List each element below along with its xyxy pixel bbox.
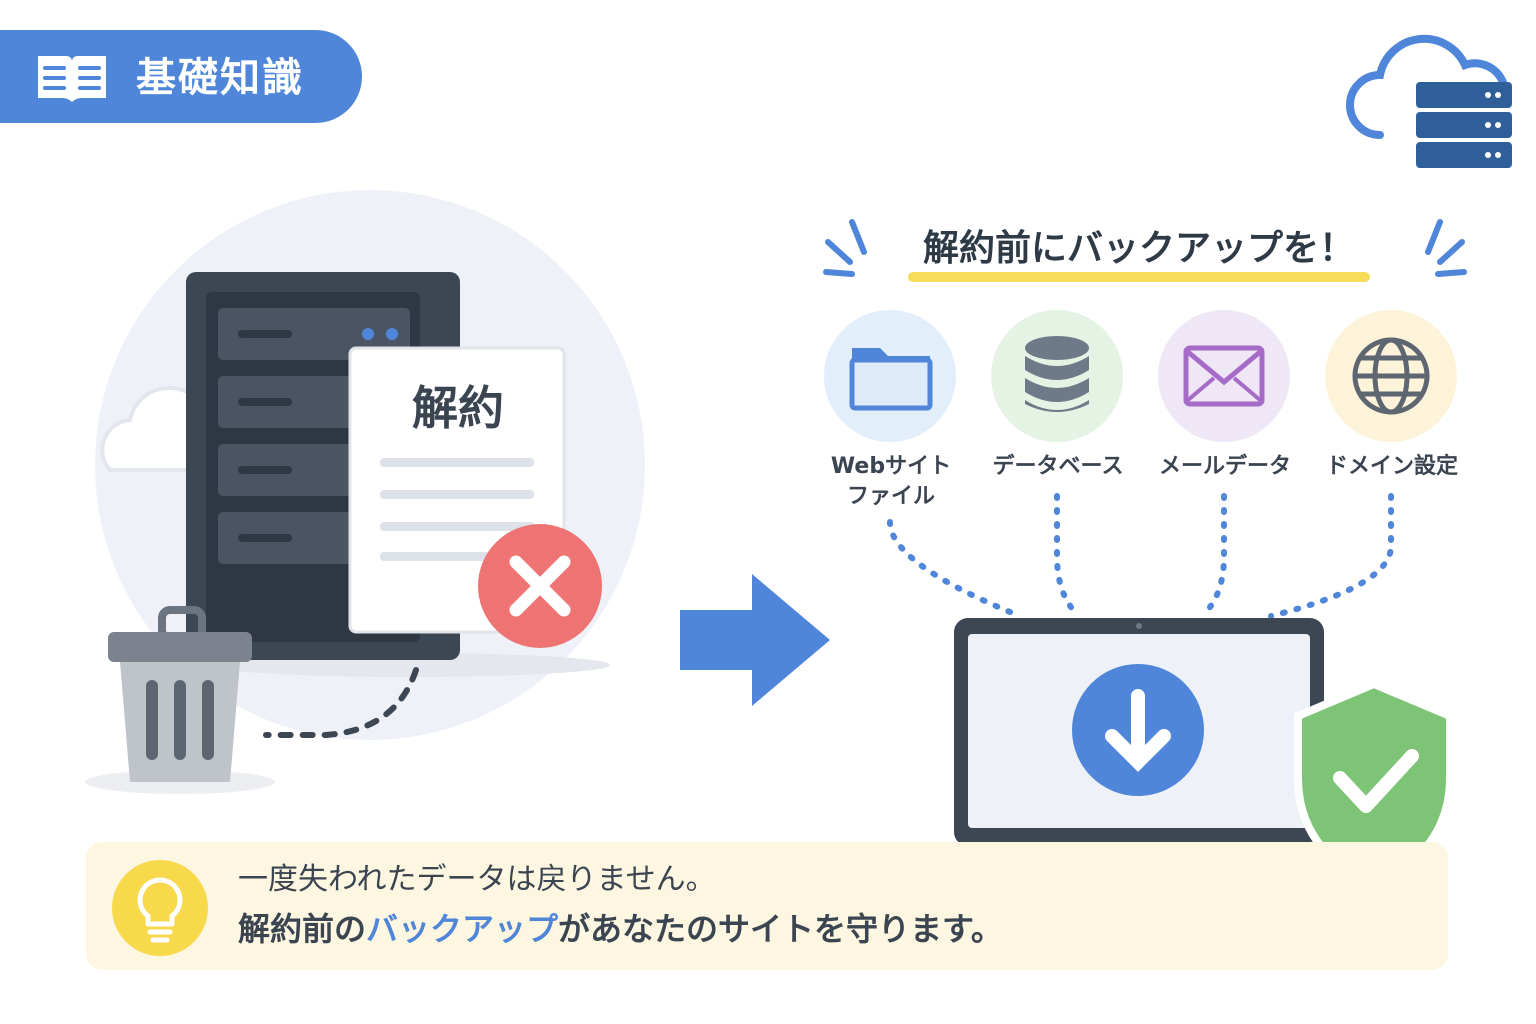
mail-icon <box>1183 345 1265 407</box>
arrow-right-icon <box>680 574 830 706</box>
sparkle-icon <box>823 219 1467 277</box>
database-icon <box>1025 336 1089 412</box>
item-label-website-files: Webサイトファイル <box>830 454 952 509</box>
lightbulb-icon <box>112 860 208 956</box>
book-icon <box>38 56 106 102</box>
item-label-mail-data: メールデータ <box>1158 454 1291 479</box>
message-banner <box>86 842 1448 970</box>
header-tag-label: 基礎知識 <box>136 55 304 101</box>
cloud-server-icon <box>1346 34 1512 168</box>
backup-illustration <box>824 310 1457 894</box>
message-line-1: 一度失われたデータは戻りません。 <box>238 862 716 897</box>
backup-headline: 解約前にバックアップを！ <box>922 228 1355 269</box>
trash-icon <box>85 606 275 794</box>
message-line-2: 解約前のバックアップがあなたのサイトを守ります。 <box>238 910 1003 948</box>
document-title: 解約 <box>412 381 504 435</box>
download-icon <box>1105 689 1171 772</box>
server-deletion-illustration <box>85 190 645 794</box>
item-label-database: データベース <box>992 454 1124 479</box>
cancel-icon <box>478 524 602 648</box>
item-label-domain-settings: ドメイン設定 <box>1325 454 1458 479</box>
folder-icon <box>849 348 933 411</box>
globe-icon <box>1352 337 1430 415</box>
headline-underline <box>908 272 1370 282</box>
